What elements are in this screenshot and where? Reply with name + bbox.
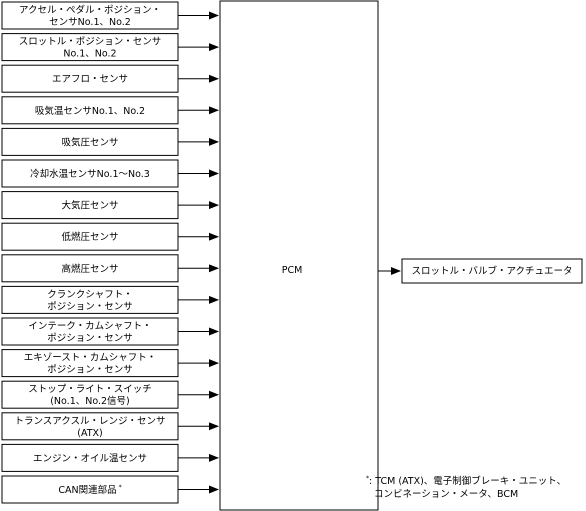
input-box-frame <box>1 443 179 472</box>
input-label: ストップ・ライト・スイッチ(No.1、No.2信号) <box>28 384 152 407</box>
input-box-8: 低燃圧センサ <box>1 222 179 251</box>
footnote: *: TCM (ATX)、電子制御ブレーキ・ユニット、 コンビネーション・メータ… <box>366 472 584 501</box>
pcm-label: PCM <box>282 265 303 276</box>
input-label-line: エキゾースト・カムシャフト・ <box>24 353 157 364</box>
input-box-frame <box>1 285 179 314</box>
input-box-13: ストップ・ライト・スイッチ(No.1、No.2信号) <box>1 380 179 409</box>
input-label: 吸気圧センサ <box>61 136 118 148</box>
input-label-line: センサNo.1、No.2 <box>49 17 131 28</box>
input-box-16: CAN関連部品 * <box>1 475 179 504</box>
input-box-frame <box>1 127 179 156</box>
input-label: 吸気温センサNo.1、No.2 <box>35 105 145 117</box>
input-label: クランクシャフト・ポジション・センサ <box>47 289 133 312</box>
input-box-5: 吸気圧センサ <box>1 127 179 156</box>
input-label-line: ストップ・ライト・スイッチ <box>28 384 152 395</box>
input-label-line: インテーク・カムシャフト・ <box>28 321 151 332</box>
input-box-frame <box>1 191 179 220</box>
input-label: 大気圧センサ <box>61 200 118 212</box>
input-box-frame <box>1 412 179 441</box>
input-label: エキゾースト・カムシャフト・ポジション・センサ <box>24 353 157 376</box>
input-box-6: 冷却水温センサNo.1～No.3 <box>1 159 179 188</box>
input-label-line: 低燃圧センサ <box>61 231 118 243</box>
input-label-line: トランスアクスル・レンジ・センサ <box>14 416 165 427</box>
input-label-line: ポジション・センサ <box>47 365 133 376</box>
input-box-frame <box>1 1 179 30</box>
input-box-10: クランクシャフト・ポジション・センサ <box>1 285 179 314</box>
input-box-frame <box>1 96 179 125</box>
input-label-line: (No.1、No.2信号) <box>50 395 130 407</box>
output-box-throttle-valve-actuator <box>401 258 583 284</box>
footnote-asterisk: * <box>366 475 369 482</box>
input-box-12: エキゾースト・カムシャフト・ポジション・センサ <box>1 349 179 378</box>
input-sensor-list: アクセル・ペダル・ポジション・センサNo.1、No.2 スロットル・ポジション・セ… <box>1 1 179 504</box>
input-label: インテーク・カムシャフト・ポジション・センサ <box>28 321 151 344</box>
input-box-15: エンジン・オイル温センサ <box>1 443 179 472</box>
output-label: スロットル・バルブ・アクチュエータ <box>411 265 572 277</box>
input-label: 冷却水温センサNo.1～No.3 <box>30 168 150 180</box>
input-label: 低燃圧センサ <box>61 231 118 243</box>
pcm-box <box>219 0 379 511</box>
input-box-14: トランスアクスル・レンジ・センサ(ATX) <box>1 412 179 441</box>
input-label-line: クランクシャフト・ <box>47 289 133 300</box>
input-label-line: 大気圧センサ <box>61 200 118 212</box>
input-box-frame <box>1 475 179 504</box>
input-box-frame <box>1 159 179 188</box>
input-label-line: 吸気温センサNo.1、No.2 <box>35 105 145 117</box>
input-label-line: スロットル・ポジション・センサ <box>19 37 162 48</box>
input-arrows <box>178 11 219 494</box>
input-box-3: エアフロ・センサ <box>1 64 179 93</box>
footnote-line-2: コンビネーション・メータ、BCM <box>374 489 519 500</box>
input-label: エアフロ・センサ <box>52 74 128 85</box>
input-label-line: (ATX) <box>77 428 103 439</box>
input-label: CAN関連部品 * <box>58 484 121 496</box>
input-label: トランスアクスル・レンジ・センサ(ATX) <box>14 416 165 439</box>
input-label-line: エンジン・オイル温センサ <box>33 453 147 464</box>
input-box-4: 吸気温センサNo.1、No.2 <box>1 96 179 125</box>
input-box-frame <box>1 64 179 93</box>
input-label: エンジン・オイル温センサ <box>33 453 147 464</box>
input-box-1: アクセル・ペダル・ポジション・センサNo.1、No.2 <box>1 1 179 30</box>
asterisk-mark: * <box>117 484 122 491</box>
input-label-line: 冷却水温センサNo.1～No.3 <box>30 168 150 180</box>
input-label-line: アクセル・ペダル・ポジション・ <box>19 4 161 16</box>
input-box-frame <box>1 33 179 62</box>
input-label-line: No.1、No.2 <box>63 49 116 60</box>
input-label-line: 吸気圧センサ <box>61 136 118 148</box>
footnote-text-1: : TCM (ATX)、電子制御ブレーキ・ユニット、 <box>369 476 567 487</box>
input-box-frame <box>1 349 179 378</box>
input-label: 高燃圧センサ <box>61 263 118 275</box>
input-label-line: ポジション・センサ <box>47 301 133 312</box>
input-box-11: インテーク・カムシャフト・ポジション・センサ <box>1 317 179 346</box>
input-label-line: エアフロ・センサ <box>52 74 128 85</box>
input-label-line: 高燃圧センサ <box>61 263 118 275</box>
input-box-frame <box>1 380 179 409</box>
input-box-7: 大気圧センサ <box>1 191 179 220</box>
footnote-line-1: *: TCM (ATX)、電子制御ブレーキ・ユニット、 <box>366 472 584 488</box>
input-label-line: CAN関連部品 <box>58 484 116 496</box>
input-box-9: 高燃圧センサ <box>1 254 179 283</box>
input-label: アクセル・ペダル・ポジション・センサNo.1、No.2 <box>19 4 161 28</box>
input-label-line: ポジション・センサ <box>47 333 133 344</box>
